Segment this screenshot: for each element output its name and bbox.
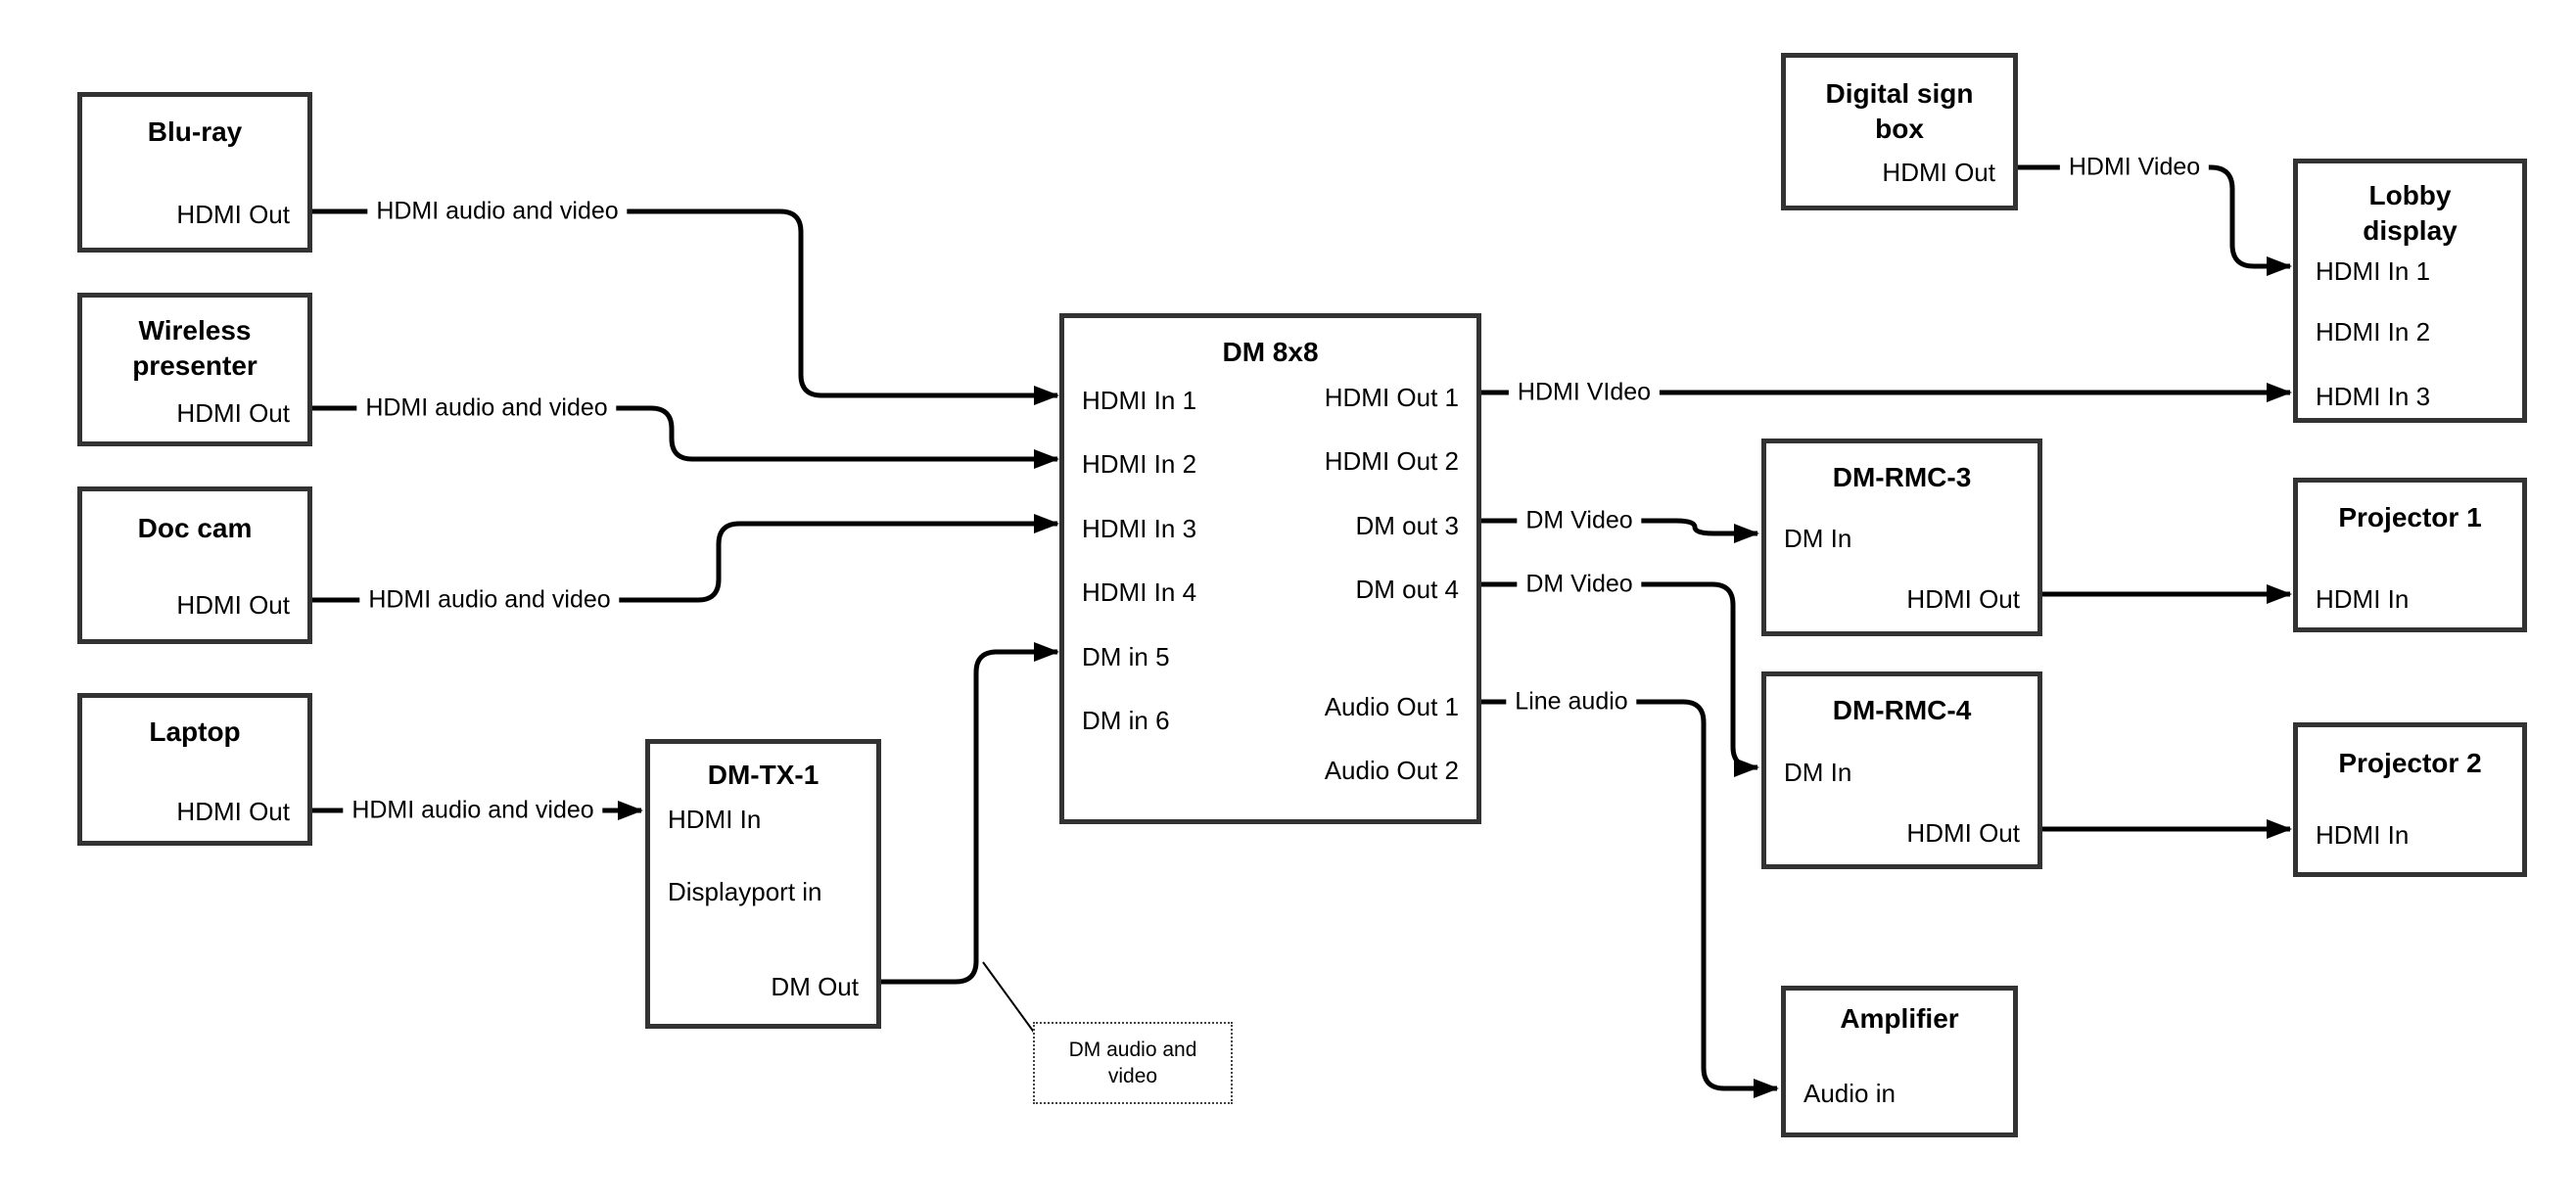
port-hdmi-in-4: HDMI In 4 bbox=[1082, 577, 1197, 607]
port-audio-out-2: Audio Out 2 bbox=[1324, 756, 1459, 785]
port-hdmi-out: HDMI Out bbox=[176, 590, 290, 620]
port-hdmi-in-2: HDMI In 2 bbox=[1082, 449, 1197, 479]
node-laptop: Laptop HDMI Out bbox=[77, 693, 312, 846]
port-dm-in: DM In bbox=[1784, 758, 1852, 787]
node-dm-tx-1: DM-TX-1 HDMI In Displayport in DM Out bbox=[645, 739, 881, 1029]
port-hdmi-in-3: HDMI In 3 bbox=[2316, 382, 2431, 411]
port-dm-in-6: DM in 6 bbox=[1082, 706, 1170, 735]
node-title: DM-RMC-3 bbox=[1832, 462, 1972, 492]
port-dm-out: DM Out bbox=[771, 972, 859, 1001]
wire-wireless-to-dm8x8-in2 bbox=[312, 405, 1059, 469]
node-title: Amplifier bbox=[1840, 1003, 1959, 1034]
node-title: Doc cam bbox=[137, 513, 253, 543]
wire-doccam-to-dm8x8-in3 bbox=[312, 514, 1059, 603]
node-doc-cam: Doc cam HDMI Out bbox=[77, 486, 312, 644]
port-hdmi-out: HDMI Out bbox=[1882, 158, 1995, 187]
node-title: Projector 1 bbox=[2338, 502, 2482, 532]
node-title: Projector 2 bbox=[2338, 748, 2482, 778]
edge-label-line-audio: Line audio bbox=[1506, 686, 1637, 717]
node-digital-sign-box: Digital sign box HDMI Out bbox=[1781, 53, 2018, 210]
port-displayport-in: Displayport in bbox=[668, 877, 822, 906]
port-hdmi-in: HDMI In bbox=[2316, 820, 2410, 850]
edge-label-hdmi-video-out1: HDMI VIdeo bbox=[1508, 377, 1661, 408]
port-audio-in: Audio in bbox=[1803, 1079, 1896, 1108]
edge-label-hdmi-av-bluray: HDMI audio and video bbox=[367, 196, 628, 227]
node-bluray: Blu-ray HDMI Out bbox=[77, 92, 312, 253]
port-hdmi-in: HDMI In bbox=[668, 805, 762, 834]
edge-label-hdmi-av-wireless: HDMI audio and video bbox=[356, 393, 617, 424]
port-hdmi-out: HDMI Out bbox=[176, 398, 290, 428]
node-wireless-presenter: Wireless presenter HDMI Out bbox=[77, 293, 312, 446]
edge-label-hdmi-av-doccam: HDMI audio and video bbox=[359, 584, 620, 616]
port-hdmi-out: HDMI Out bbox=[176, 200, 290, 229]
port-dm-out-4: DM out 4 bbox=[1355, 575, 1460, 604]
node-title: Blu-ray bbox=[147, 116, 243, 147]
port-hdmi-out-2: HDMI Out 2 bbox=[1324, 446, 1459, 476]
port-hdmi-in-3: HDMI In 3 bbox=[1082, 514, 1197, 543]
node-title: DM-RMC-4 bbox=[1832, 695, 1972, 725]
wire-dm8x8-audioout1-to-amplifier bbox=[1481, 699, 1779, 1098]
node-dm-8x8: DM 8x8 HDMI In 1 HDMI In 2 HDMI In 3 HDM… bbox=[1059, 313, 1481, 824]
port-hdmi-out-1: HDMI Out 1 bbox=[1324, 383, 1459, 412]
wire-dmtx1-to-dm8x8-dmin5 bbox=[881, 642, 1059, 985]
node-projector-1: Projector 1 HDMI In bbox=[2293, 478, 2527, 632]
node-lobby-display: Lobby display HDMI In 1 HDMI In 2 HDMI I… bbox=[2293, 159, 2527, 423]
node-title: Laptop bbox=[149, 716, 241, 747]
node-amplifier: Amplifier Audio in bbox=[1781, 986, 2018, 1137]
port-audio-out-1: Audio Out 1 bbox=[1324, 692, 1459, 721]
port-hdmi-in-1: HDMI In 1 bbox=[1082, 386, 1197, 415]
edge-label-dm-video-out3: DM Video bbox=[1517, 505, 1642, 536]
node-dm-rmc-4: DM-RMC-4 DM In HDMI Out bbox=[1761, 671, 2042, 869]
edge-label-hdmi-av-laptop: HDMI audio and video bbox=[343, 795, 603, 826]
port-dm-in-5: DM in 5 bbox=[1082, 642, 1170, 671]
node-title: Digital sign box bbox=[1825, 78, 1974, 144]
port-hdmi-in: HDMI In bbox=[2316, 584, 2410, 614]
port-dm-in: DM In bbox=[1784, 524, 1852, 553]
wire-digitalsign-to-lobby-in1 bbox=[2018, 164, 2292, 276]
node-title: Wireless presenter bbox=[132, 315, 258, 381]
node-projector-2: Projector 2 HDMI In bbox=[2293, 722, 2527, 877]
port-hdmi-out: HDMI Out bbox=[176, 797, 290, 826]
callout-dm-audio-and-video: DM audio and video bbox=[1033, 1022, 1233, 1104]
node-dm-rmc-3: DM-RMC-3 DM In HDMI Out bbox=[1761, 439, 2042, 636]
port-hdmi-in-1: HDMI In 1 bbox=[2316, 256, 2431, 286]
port-hdmi-in-2: HDMI In 2 bbox=[2316, 317, 2431, 346]
port-hdmi-out: HDMI Out bbox=[1906, 584, 2020, 614]
node-title: Lobby display bbox=[2363, 180, 2458, 246]
wire-bluray-to-dm8x8-in1 bbox=[312, 208, 1059, 405]
node-title: DM 8x8 bbox=[1222, 337, 1319, 367]
callout-leader-line bbox=[982, 961, 1039, 1039]
port-dm-out-3: DM out 3 bbox=[1355, 511, 1460, 540]
edge-label-dm-video-out4: DM Video bbox=[1517, 569, 1642, 600]
wire-dm8x8-dmout3-to-dmrmc3 bbox=[1481, 518, 1759, 543]
wire-dm8x8-dmout4-to-dmrmc4 bbox=[1481, 581, 1759, 777]
node-title: DM-TX-1 bbox=[707, 760, 820, 790]
edge-label-hdmi-video-sign: HDMI Video bbox=[2059, 152, 2210, 183]
port-hdmi-out: HDMI Out bbox=[1906, 818, 2020, 848]
